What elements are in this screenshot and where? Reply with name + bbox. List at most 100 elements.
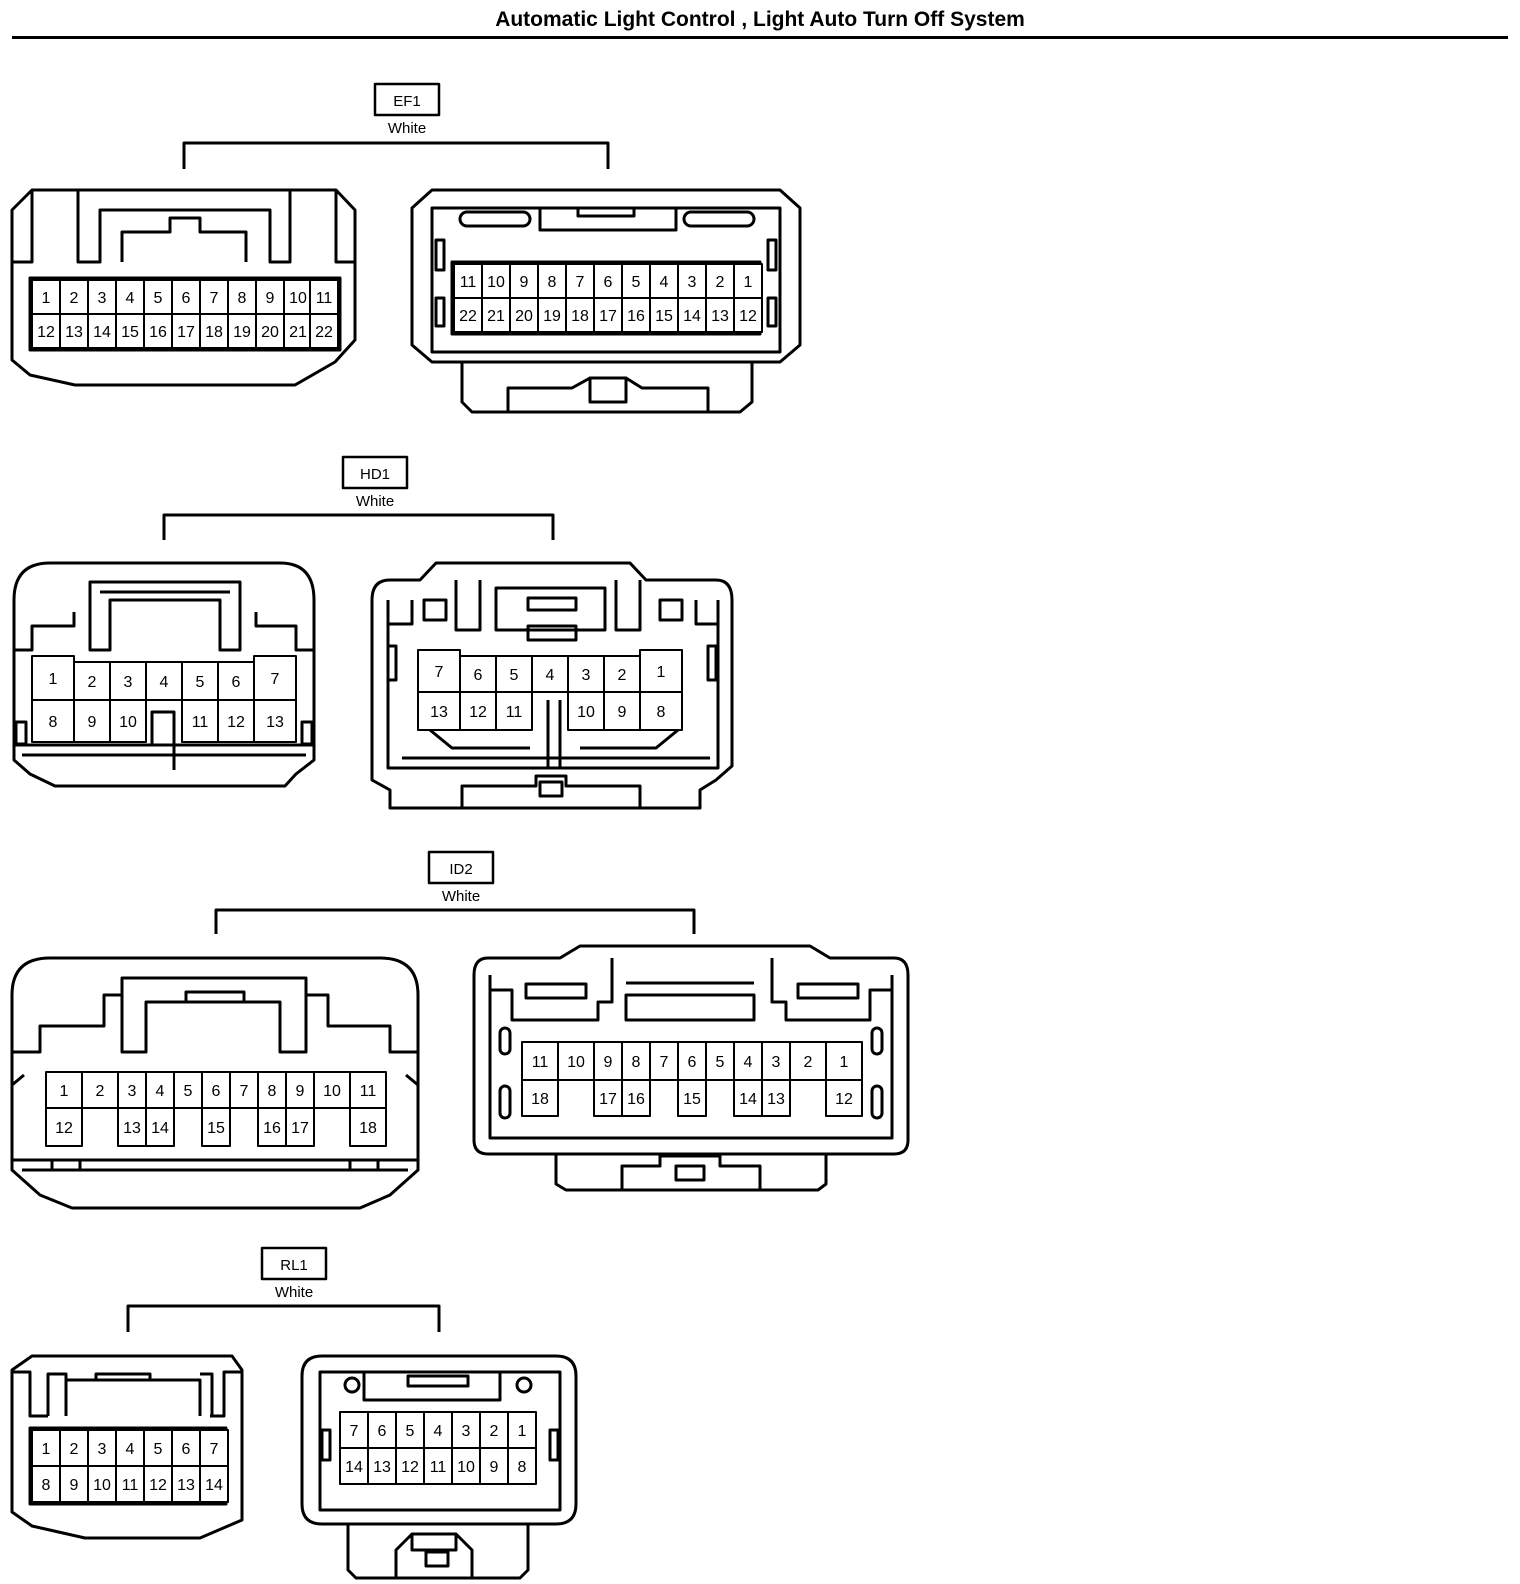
hd1-left-pin-number: 7 (271, 671, 280, 688)
ef1-right-pin-number: 19 (543, 308, 561, 325)
ef1-right-pin-number: 6 (604, 274, 613, 291)
id2-right-pin-number: 8 (632, 1054, 641, 1071)
id2-left-housing (10, 956, 420, 1210)
id2-right-pin-cell (677, 1079, 707, 1117)
hd1-right-housing (370, 561, 734, 810)
id2-left-pin-number: 4 (156, 1083, 165, 1100)
hd1-right-pin-cell (495, 655, 533, 693)
ef1-left-pin-number: 2 (70, 290, 79, 307)
rl1-left-pin-number: 8 (42, 1477, 51, 1494)
id2-left-pin-cell (173, 1071, 203, 1109)
id2-right-pin-cell (521, 1079, 559, 1117)
ef1-label-box (373, 82, 441, 117)
rl1-right-pin-number: 4 (434, 1423, 443, 1440)
ef1-left-pin-cell (309, 279, 339, 315)
rl1-right-pin-cell (507, 1447, 537, 1485)
ef1-color: White (388, 120, 426, 137)
page-title: Automatic Light Control , Light Auto Tur… (495, 8, 1025, 31)
rl1-left-pin-number: 7 (210, 1441, 219, 1458)
id2-left-pin-cell (257, 1107, 287, 1147)
hd1-left-pin-cell (181, 661, 219, 701)
hd1-right-pin-cell (567, 655, 605, 693)
id2-left-pin-number: 16 (263, 1120, 281, 1137)
ef1-left-pin-cell (87, 313, 117, 349)
ef1-right-pin-cell (621, 297, 651, 333)
hd1-left-pin-cell (181, 699, 219, 743)
rl1-right-pin-cell (423, 1411, 453, 1449)
hd1-right-pin-number: 10 (577, 704, 595, 721)
id2-right-housing (472, 944, 910, 1192)
id2-left-pin-number: 8 (268, 1083, 277, 1100)
ef1-left-pin-number: 3 (98, 290, 107, 307)
ef1-left-pin-cell (171, 313, 201, 349)
ef1-left-pin-number: 10 (289, 290, 307, 307)
id2-right-pin-cell (825, 1079, 863, 1117)
rl1-left-pin-number: 14 (205, 1477, 223, 1494)
hd1-right-pin-number: 9 (618, 704, 627, 721)
rl1-right-pin-cell (339, 1411, 369, 1449)
hd1-left-pin-number: 2 (88, 674, 97, 691)
ef1-left-pin-cell (31, 313, 61, 349)
rl1-right-pin-number: 6 (378, 1423, 387, 1440)
id2-right-pin-number: 5 (716, 1054, 725, 1071)
hd1-right-pin-number: 12 (469, 704, 487, 721)
id2-right-pin-cell (733, 1079, 763, 1117)
rl1-left-pin-number: 13 (177, 1477, 195, 1494)
ef1-right-pin-number: 1 (744, 274, 753, 291)
ef1-right-pin-number: 5 (632, 274, 641, 291)
ef1-left-pin-cell (227, 313, 257, 349)
rl1-left-pin-number: 1 (42, 1441, 51, 1458)
ef1-left-pin-cell (255, 279, 285, 315)
rl1-left-pin-number: 12 (149, 1477, 167, 1494)
id2-left-pin-number: 9 (296, 1083, 305, 1100)
hd1-right-pin-cell (639, 691, 683, 731)
hd1-left-pin-cell (253, 699, 297, 743)
rl1-right-pin-number: 5 (406, 1423, 415, 1440)
rl1-right-pin-number: 8 (518, 1459, 527, 1476)
id2-right-pin-number: 6 (688, 1054, 697, 1071)
ef1-left-pin-number: 17 (177, 324, 195, 341)
rl1-right-pin-cell (507, 1411, 537, 1449)
ef1-left-pin-number: 9 (266, 290, 275, 307)
ef1-left-pin-number: 6 (182, 290, 191, 307)
hd1-right-pin-number: 6 (474, 667, 483, 684)
id2-right-pin-cell (825, 1041, 863, 1081)
id2-left-pin-number: 7 (240, 1083, 249, 1100)
rl1-left-pin-number: 5 (154, 1441, 163, 1458)
rl1-right-pin-cell (479, 1447, 509, 1485)
rl1-left-pin-cell (171, 1465, 201, 1503)
hd1-left-pin-number: 11 (192, 714, 209, 731)
hd1-bracket (162, 513, 555, 540)
hd1-left-pin-number: 5 (196, 674, 205, 691)
ef1-right-pin-number: 21 (487, 308, 505, 325)
id2-left-pin-number: 17 (291, 1120, 309, 1137)
rl1-right-pin-number: 7 (350, 1423, 359, 1440)
hd1-right-pin-number: 2 (618, 667, 627, 684)
rl1-left-pin-number: 2 (70, 1441, 79, 1458)
hd1-right-pin-number: 5 (510, 667, 519, 684)
ef1-right-pin-number: 15 (655, 308, 673, 325)
ef1-left-pin-number: 14 (93, 324, 111, 341)
hd1-right-pin-cell (459, 691, 497, 731)
ef1-left-pin-cell (115, 313, 145, 349)
rl1-left-pin-cell (199, 1465, 229, 1503)
id2-right-pin-number: 4 (744, 1054, 753, 1071)
ef1-left-pin-number: 13 (65, 324, 83, 341)
rl1-left-pin-number: 9 (70, 1477, 79, 1494)
hd1-left-pin-number: 13 (266, 714, 284, 731)
id2-right-pin-cell (761, 1079, 791, 1117)
ef1-left-pin-number: 11 (316, 290, 333, 307)
id2-right-pin-number: 3 (772, 1054, 781, 1071)
id2-right-pin-cell (761, 1041, 791, 1081)
id2-left-pin-cell (285, 1107, 315, 1147)
hd1-right-pin-cell (603, 655, 641, 693)
id2-label: ID2 (449, 861, 472, 878)
hd1-left-pin-number: 9 (88, 714, 97, 731)
